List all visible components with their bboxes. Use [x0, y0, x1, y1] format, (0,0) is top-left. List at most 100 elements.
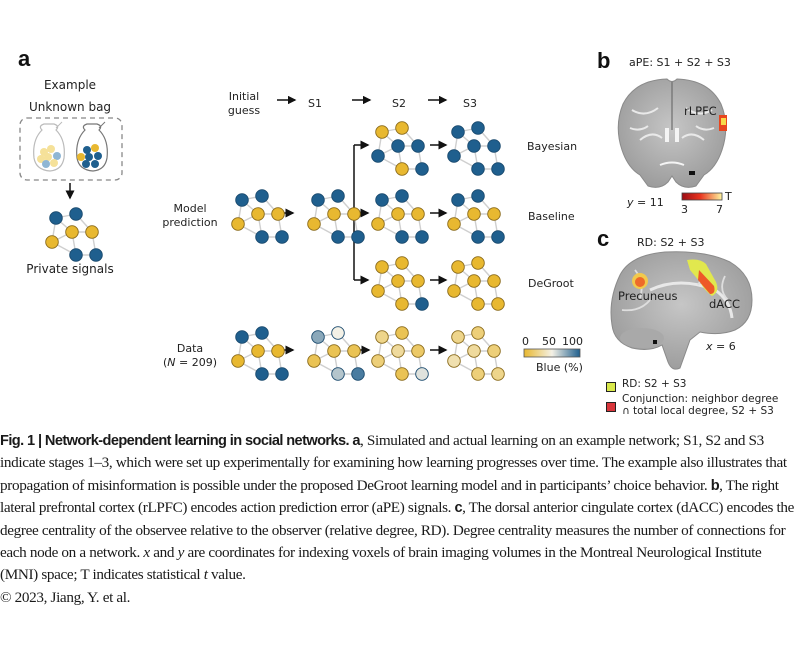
t-colorbar-max: 7 — [716, 203, 723, 216]
network-node — [395, 297, 409, 311]
network-node — [471, 297, 485, 311]
network-baseline-s2 — [371, 189, 429, 244]
y-coordinate-value: = 11 — [633, 196, 664, 209]
caption-fig-label: Fig. 1 | Network-dependent learning in s… — [0, 433, 350, 449]
network-node — [447, 217, 461, 231]
network-node — [271, 344, 285, 358]
network-data-s3 — [447, 326, 505, 381]
network-node — [255, 367, 269, 381]
network-node — [415, 162, 429, 176]
network-node — [471, 162, 485, 176]
network-node — [491, 162, 505, 176]
network-node — [49, 211, 63, 225]
network-degroot-s2 — [371, 256, 429, 311]
network-node — [467, 344, 481, 358]
network-node — [347, 344, 361, 358]
row-data-n: N — [167, 356, 176, 369]
colorbar-tick-50: 50 — [542, 335, 556, 348]
precuneus-activation — [632, 273, 648, 289]
network-node — [411, 207, 425, 221]
stage-initial-line1: Initial — [228, 90, 260, 103]
network-node — [351, 230, 365, 244]
network-node — [467, 274, 481, 288]
network-node — [69, 207, 83, 221]
network-node — [391, 344, 405, 358]
network-node — [447, 284, 461, 298]
legend-swatch-conjunction — [606, 402, 616, 412]
network-node — [375, 260, 389, 274]
network-node — [451, 330, 465, 344]
network-node — [471, 367, 485, 381]
network-baseline-s3 — [447, 189, 505, 244]
network-data-s1 — [307, 326, 365, 381]
network-node — [255, 326, 269, 340]
bag-icon-faded — [33, 121, 65, 172]
network-node — [447, 149, 461, 163]
network-node — [255, 189, 269, 203]
network-node — [391, 207, 405, 221]
network-node — [395, 256, 409, 270]
legend-conjunction-line1: Conjunction: neighbor degree — [622, 393, 779, 405]
network-node — [235, 193, 249, 207]
network-node — [411, 274, 425, 288]
network-node — [415, 297, 429, 311]
row-model-line2: prediction — [162, 216, 218, 229]
private-signals-label: Private signals — [26, 262, 114, 276]
network-node — [311, 193, 325, 207]
network-node — [331, 367, 345, 381]
network-node — [251, 207, 265, 221]
network-node — [395, 230, 409, 244]
figure-caption: Fig. 1 | Network-dependent learning in s… — [0, 430, 800, 609]
network-node — [491, 297, 505, 311]
network-node — [275, 367, 289, 381]
network-node — [351, 367, 365, 381]
y-coordinate: y = 11 — [627, 196, 664, 209]
row-data: Data (N = 209) — [160, 342, 220, 370]
panel-c-letter: c — [597, 226, 610, 251]
network-node — [471, 230, 485, 244]
t-colorbar-label: T — [725, 190, 732, 203]
network-node — [45, 235, 59, 249]
precuneus-label: Precuneus — [618, 289, 678, 303]
network-degroot-s3 — [447, 256, 505, 311]
network-node — [491, 230, 505, 244]
network-node — [375, 193, 389, 207]
stage-s3: S3 — [463, 97, 477, 110]
caption-and: and — [149, 544, 178, 562]
network-node — [251, 344, 265, 358]
network-node — [467, 207, 481, 221]
network-node — [311, 330, 325, 344]
network-node — [331, 326, 345, 340]
network-node — [391, 274, 405, 288]
network-node — [395, 189, 409, 203]
label-bayesian: Bayesian — [527, 140, 578, 153]
network-node — [415, 367, 429, 381]
network-node — [395, 121, 409, 135]
caption-a-letter: a — [352, 433, 360, 449]
coronal-brain-slice — [617, 78, 727, 201]
label-degroot: DeGroot — [528, 277, 574, 290]
colorbar-tick-100: 100 — [562, 335, 583, 348]
blue-percent-colorbar — [523, 348, 581, 358]
network-node — [69, 248, 83, 262]
network-node — [487, 207, 501, 221]
network-node — [231, 354, 245, 368]
caption-c-letter: c — [454, 500, 463, 517]
network-node — [447, 354, 461, 368]
stage-initial-guess: Initial guess — [222, 90, 266, 118]
caption-b-text: , The right lateral prefrontal cortex (r… — [0, 476, 779, 517]
network-node — [487, 344, 501, 358]
stage-s2: S2 — [392, 97, 406, 110]
network-node — [415, 230, 429, 244]
network-node — [375, 330, 389, 344]
network-node — [487, 139, 501, 153]
caption-value-text: value. — [207, 566, 246, 584]
bag-icon — [76, 121, 108, 172]
caption-y-var: y — [177, 544, 185, 562]
sagittal-brain-slice — [610, 251, 753, 370]
network-node — [85, 225, 99, 239]
x-coordinate-var: x — [706, 340, 713, 353]
network-node — [271, 207, 285, 221]
legend-swatch-rd — [606, 382, 616, 392]
panel-b-letter: b — [597, 48, 611, 73]
